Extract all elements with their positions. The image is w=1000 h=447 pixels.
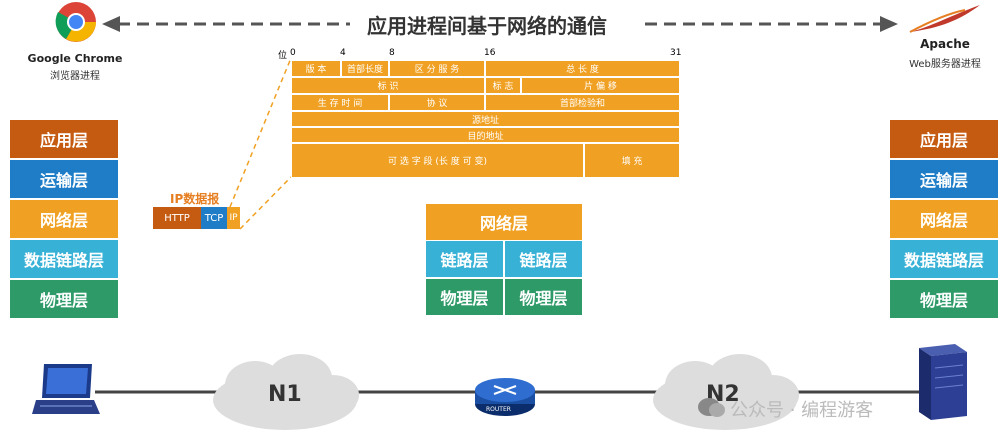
- packet-tcp: TCP: [201, 207, 227, 229]
- bit-8: 8: [389, 48, 395, 58]
- left-transport-layer: 运输层: [10, 160, 118, 198]
- comm-arrow: [102, 16, 898, 32]
- right-network-layer: 网络层: [890, 200, 998, 238]
- hdr-identification: 标 识: [291, 77, 485, 94]
- hdr-padding: 填 充: [584, 143, 680, 178]
- bit-31: 31: [670, 48, 682, 58]
- hdr-tos: 区 分 服 务: [389, 60, 485, 77]
- laptop-icon: [32, 364, 100, 414]
- router-network-layer: 网络层: [426, 204, 582, 240]
- left-endpoint-sub: 浏览器进程: [50, 71, 100, 82]
- cloud-n2-icon: [653, 354, 799, 430]
- router-icon: [475, 378, 535, 416]
- right-endpoint-sub: Web服务器进程: [909, 59, 981, 70]
- bit-label: 位: [278, 51, 288, 61]
- right-app-layer: 应用层: [890, 120, 998, 158]
- apache-feather-icon: [909, 5, 980, 33]
- router-link-layer-2: 链路层: [505, 241, 582, 277]
- cloud-n1-icon: [213, 354, 359, 430]
- left-physical-layer: 物理层: [10, 280, 118, 318]
- left-app-layer: 应用层: [10, 120, 118, 158]
- router-link-layer-1: 链路层: [426, 241, 503, 277]
- hdr-protocol: 协 议: [389, 94, 485, 111]
- hdr-options: 可 选 字 段 (长 度 可 变): [291, 143, 584, 178]
- bit-16: 16: [484, 48, 496, 58]
- hdr-version: 版 本: [291, 60, 341, 77]
- watermark-text: 公众号 · 编程游客: [730, 400, 874, 421]
- server-icon: [919, 344, 967, 420]
- router-label: ROUTER: [486, 406, 511, 413]
- hdr-flags: 标 志: [485, 77, 521, 94]
- right-physical-layer: 物理层: [890, 280, 998, 318]
- left-endpoint-name: Google Chrome: [27, 52, 123, 65]
- cloud-n1-label: N1: [268, 382, 302, 407]
- hdr-fragment-offset: 片 偏 移: [521, 77, 680, 94]
- left-link-layer: 数据链路层: [10, 240, 118, 278]
- router-physical-layer-1: 物理层: [426, 279, 503, 315]
- right-link-layer: 数据链路层: [890, 240, 998, 278]
- bit-0: 0: [290, 48, 296, 58]
- bit-4: 4: [340, 48, 346, 58]
- packet-http: HTTP: [153, 207, 201, 229]
- hdr-ihl: 首部长度: [341, 60, 389, 77]
- hdr-checksum: 首部检验和: [485, 94, 680, 111]
- hdr-src-addr: 源地址: [291, 111, 680, 127]
- packet-ip: IP: [227, 207, 240, 229]
- chrome-logo-icon: [55, 2, 96, 42]
- router-physical-layer-2: 物理层: [505, 279, 582, 315]
- right-transport-layer: 运输层: [890, 160, 998, 198]
- right-endpoint-name: Apache: [920, 37, 970, 51]
- left-network-layer: 网络层: [10, 200, 118, 238]
- page-title: 应用进程间基于网络的通信: [367, 14, 607, 38]
- hdr-total-length: 总 长 度: [485, 60, 680, 77]
- wechat-icon: [698, 398, 725, 417]
- packet-label: IP数据报: [170, 192, 220, 206]
- hdr-ttl: 生 存 时 间: [291, 94, 389, 111]
- hdr-dst-addr: 目的地址: [291, 127, 680, 143]
